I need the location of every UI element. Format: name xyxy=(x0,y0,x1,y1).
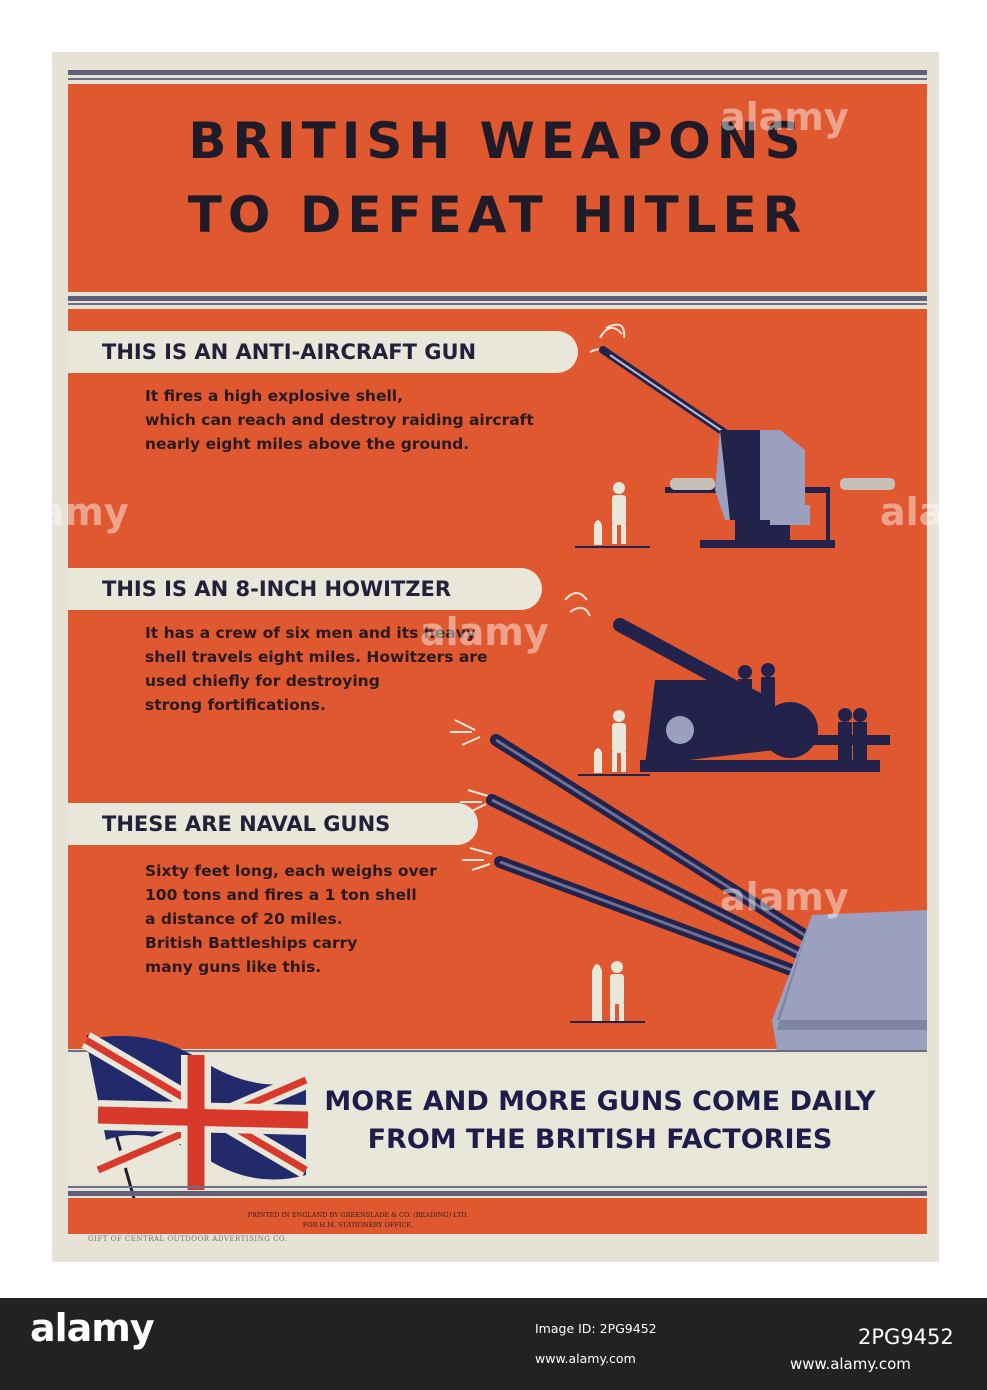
mid-rule xyxy=(68,296,927,301)
description-line: 100 tons and fires a 1 ton shell xyxy=(145,886,417,904)
footer-band: PRINTED IN ENGLAND BY GREENSLADE & CO. (… xyxy=(68,1198,927,1234)
stock-logo[interactable]: alamy xyxy=(30,1306,155,1350)
anti-aircraft-description: It fires a high explosive shell, which c… xyxy=(145,384,534,456)
title-line-2: TO DEFEAT HITLER xyxy=(187,186,808,244)
naval-guns-icon xyxy=(450,719,927,1050)
stock-info-line-2: www.alamy.com xyxy=(535,1351,636,1366)
watermark: alamy xyxy=(720,875,849,919)
shell-icon xyxy=(594,748,602,773)
footer-rule xyxy=(68,1191,927,1196)
bottom-rule xyxy=(68,1050,927,1052)
watermark: alamy xyxy=(420,610,549,654)
stock-info: Image ID: 2PG9452 www.alamy.com xyxy=(535,1314,845,1374)
description-line: used chiefly for destroying xyxy=(145,672,380,690)
howitzer-description: It has a crew of six men and its heavy s… xyxy=(145,621,488,717)
union-jack-flag-icon xyxy=(81,1032,311,1221)
description-line: strong fortifications. xyxy=(145,696,326,714)
shell-icon xyxy=(594,520,602,545)
slogan-line-2: FROM THE BRITISH FACTORIES xyxy=(367,1124,833,1155)
imprint-line-2: FOR H.M. STATIONERY OFFICE. xyxy=(302,1221,414,1229)
soldier-icon xyxy=(612,482,626,544)
watermark: alamy xyxy=(0,490,129,534)
naval-guns-description: Sixty feet long, each weighs over 100 to… xyxy=(145,859,437,979)
description-line: many guns like this. xyxy=(145,958,322,976)
soldier-icon xyxy=(612,710,626,772)
title-line-1: BRITISH WEAPONS xyxy=(188,112,807,170)
stock-info-line-1: Image ID: 2PG9452 xyxy=(535,1321,657,1336)
description-line: It fires a high explosive shell, xyxy=(145,387,403,405)
watermark: alamy xyxy=(720,95,849,139)
description-line: Sixty feet long, each weighs over xyxy=(145,862,437,880)
sailor-icon xyxy=(610,961,624,1021)
anti-aircraft-gun-icon xyxy=(589,323,895,548)
description-line: a distance of 20 miles. xyxy=(145,910,343,928)
stock-url[interactable]: www.alamy.com xyxy=(790,1355,911,1373)
stock-footer-strip xyxy=(0,1298,987,1390)
footer-rule-thin xyxy=(68,1186,927,1188)
section-heading-howitzer: THIS IS AN 8-INCH HOWITZER xyxy=(68,568,542,610)
section-heading-anti-aircraft: THIS IS AN ANTI-AIRCRAFT GUN xyxy=(68,331,578,373)
description-line: which can reach and destroy raiding airc… xyxy=(145,411,534,429)
stock-image-code: 2PG9452 xyxy=(858,1325,954,1349)
description-line: British Battleships carry xyxy=(145,934,358,952)
slogan-line-1: MORE AND MORE GUNS COME DAILY xyxy=(324,1086,876,1117)
description-line: nearly eight miles above the ground. xyxy=(145,435,470,453)
description-line: It has a crew of six men and its heavy xyxy=(145,624,476,642)
top-rule xyxy=(68,70,927,75)
shell-icon xyxy=(592,964,602,1021)
title-band: BRITISH WEAPONS TO DEFEAT HITLER xyxy=(68,84,927,292)
watermark: alamy xyxy=(880,490,987,534)
mid-rule-thin xyxy=(68,303,927,305)
top-rule-thin xyxy=(68,78,927,80)
howitzer-icon xyxy=(564,592,890,772)
imprint-line-1: PRINTED IN ENGLAND BY GREENSLADE & CO. (… xyxy=(247,1211,469,1219)
description-line: shell travels eight miles. Howitzers are xyxy=(145,648,488,666)
gift-line: GIFT OF CENTRAL OUTDOOR ADVERTISING CO. xyxy=(88,1235,288,1243)
section-heading-naval-guns: THESE ARE NAVAL GUNS xyxy=(68,803,478,845)
